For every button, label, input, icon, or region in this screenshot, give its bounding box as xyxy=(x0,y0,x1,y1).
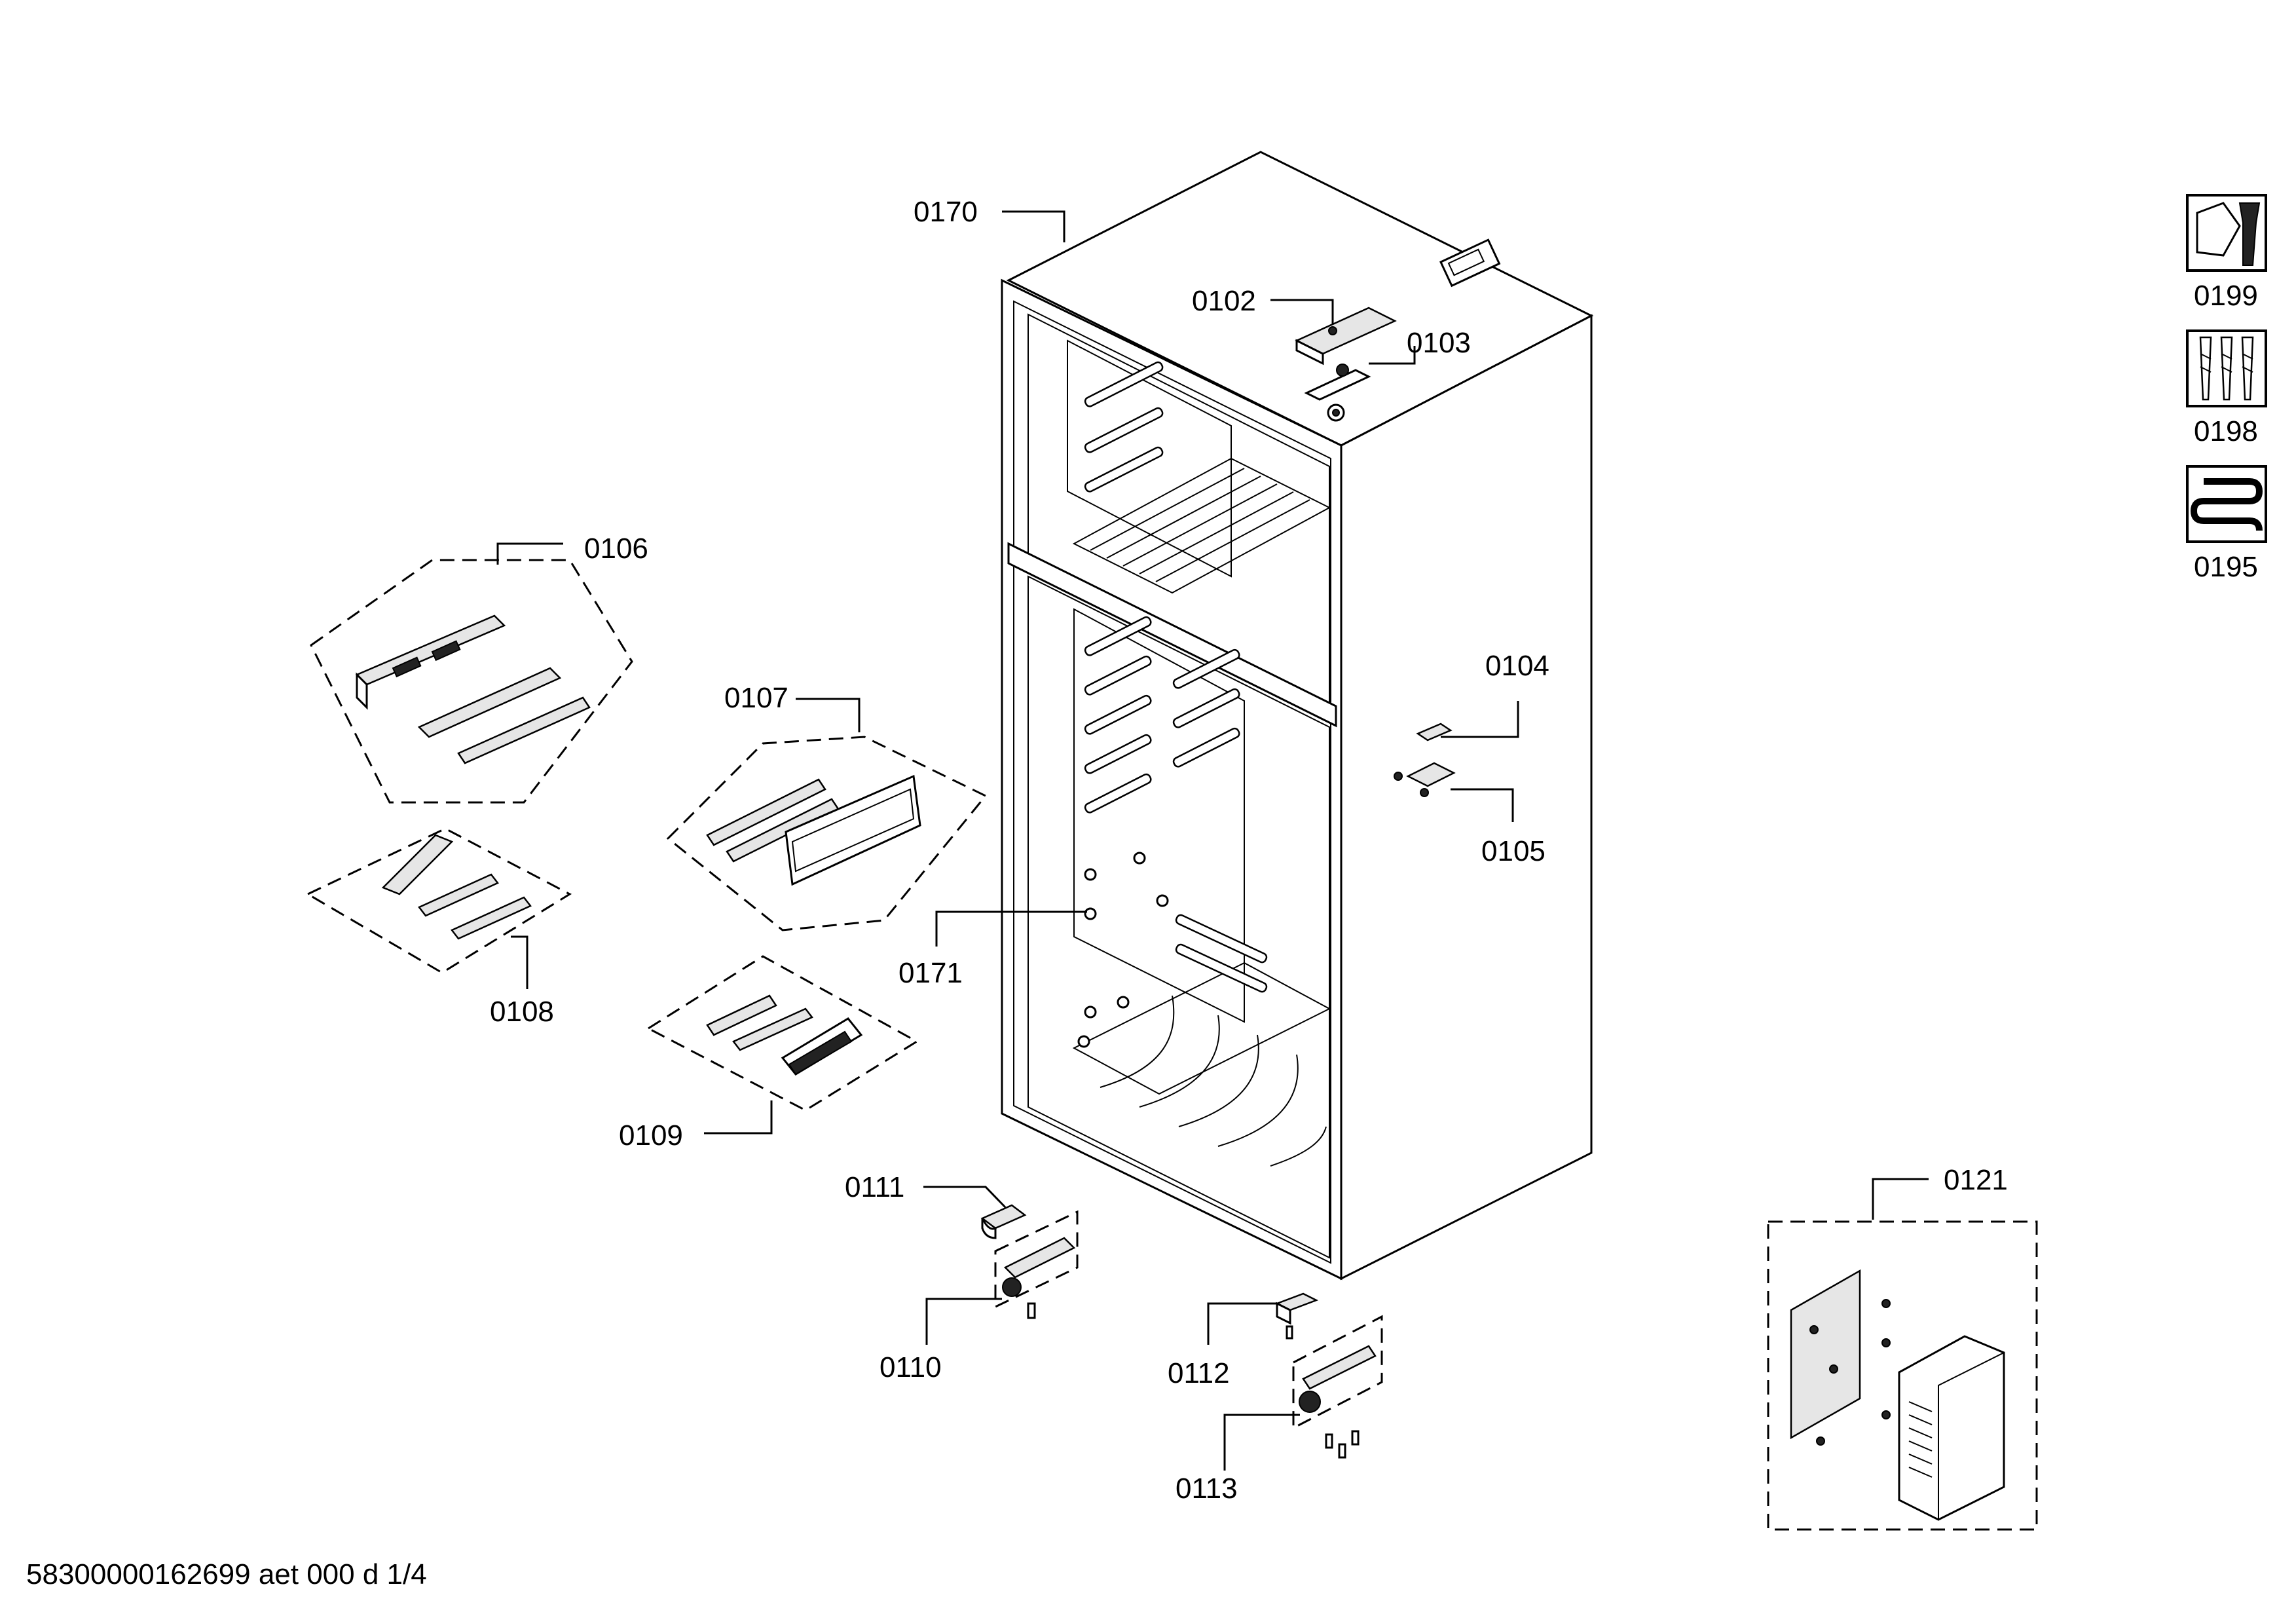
refrigerator-cabinet xyxy=(1001,151,1594,1281)
part-0112: 0112 xyxy=(1168,1292,1319,1389)
part-0109: 0109 xyxy=(619,955,919,1152)
part-0103: 0103 xyxy=(1304,327,1471,422)
leader-0171: 0171 xyxy=(898,910,1087,989)
part-0107: 0107 xyxy=(666,682,988,931)
label-0121: 0121 xyxy=(1944,1164,2008,1196)
label-0106: 0106 xyxy=(584,533,648,565)
part-0104: 0104 xyxy=(1416,650,1549,741)
label-0102: 0102 xyxy=(1192,285,1256,317)
label-0112: 0112 xyxy=(1168,1357,1230,1389)
label-0171: 0171 xyxy=(898,957,963,989)
part-0110: 0110 xyxy=(880,1210,1079,1383)
part-0108: 0108 xyxy=(305,827,572,1028)
coil-icon xyxy=(2186,465,2267,543)
part-0102: 0102 xyxy=(1192,285,1397,366)
label-0104: 0104 xyxy=(1485,650,1549,682)
label-0103: 0103 xyxy=(1407,327,1471,359)
label-0105: 0105 xyxy=(1481,835,1546,867)
document-id: 58300000162699 aet 000 d 1/4 xyxy=(26,1558,427,1590)
label-0198: 0198 xyxy=(2194,415,2258,447)
part-0113: 0113 xyxy=(1176,1315,1383,1505)
wrench-nut-icon xyxy=(2186,194,2267,272)
screws-icon xyxy=(2186,329,2267,407)
leader-0170: 0170 xyxy=(914,196,1065,242)
part-0105: 0105 xyxy=(1394,762,1546,867)
label-0110: 0110 xyxy=(880,1351,942,1383)
part-0111: 0111 xyxy=(845,1171,1027,1239)
label-0113: 0113 xyxy=(1176,1473,1238,1505)
label-0195: 0195 xyxy=(2194,551,2258,583)
part-0121: 0121 xyxy=(1767,1164,2038,1531)
part-0106: 0106 xyxy=(310,533,648,804)
label-0108: 0108 xyxy=(490,996,554,1028)
label-0111: 0111 xyxy=(845,1171,904,1203)
label-0109: 0109 xyxy=(619,1119,683,1152)
label-0199: 0199 xyxy=(2194,280,2258,312)
label-0170: 0170 xyxy=(914,196,978,228)
label-0107: 0107 xyxy=(724,682,788,714)
